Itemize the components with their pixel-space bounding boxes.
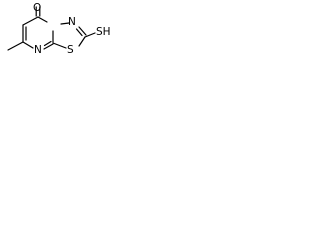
- bond-n8-c8a-inner: [43, 40, 52, 47]
- nitrogen-label-right: N: [68, 16, 76, 28]
- bond-c7-methyl: [7, 41, 24, 51]
- thiol-label: SH: [96, 26, 111, 38]
- bond-n3-c2-outer: [78, 26, 87, 36]
- bond-n8-c8a-outer: [43, 43, 54, 50]
- bond-n3-c2-inner: [75, 28, 83, 37]
- molecule-structure-diagram: O N N S SH: [7, 2, 111, 56]
- bond-n4-c5: [37, 16, 48, 23]
- bond-c2-s1: [78, 36, 86, 47]
- bond-c2-sh: [84, 32, 96, 38]
- bonds: [7, 6, 96, 51]
- bond-s1-c8a: [52, 42, 67, 49]
- bond-c7-n8: [22, 41, 34, 49]
- bond-n4-n3: [60, 22, 70, 25]
- bond-c5-c6: [22, 16, 39, 26]
- sulfur-label: S: [67, 44, 74, 56]
- atom-labels: O N N S SH: [33, 2, 111, 56]
- oxygen-label: O: [33, 2, 41, 14]
- nitrogen-label-bottom: N: [34, 44, 42, 56]
